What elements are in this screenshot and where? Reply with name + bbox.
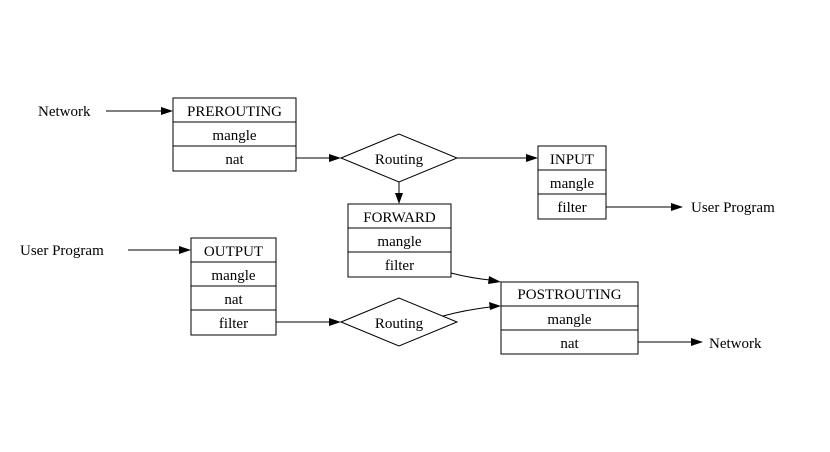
table-input: INPUT mangle filter (537, 145, 607, 220)
table-output: OUTPUT mangle nat filter (190, 237, 277, 336)
table-output-row-filter: filter (219, 316, 248, 332)
arrow-output-to-routing (276, 318, 341, 326)
table-prerouting-row-mangle: mangle (212, 128, 256, 144)
label-network-in: Network (38, 104, 91, 120)
table-output-title: OUTPUT (204, 244, 263, 260)
table-prerouting-title: PREROUTING (187, 104, 282, 120)
label-user-program-out: User Program (691, 200, 775, 216)
table-input-row-filter: filter (557, 200, 586, 216)
arrow-routing-to-postrouting (442, 302, 501, 317)
decision-routing-top-label: Routing (375, 152, 424, 168)
table-forward-title: FORWARD (363, 210, 436, 226)
table-prerouting: PREROUTING mangle nat (172, 97, 297, 172)
table-output-row-nat: nat (224, 292, 243, 308)
arrow-input-to-user-program (606, 203, 683, 211)
arrow-routing-to-forward (395, 182, 403, 204)
arrow-prerouting-to-routing (296, 154, 341, 162)
table-forward: FORWARD mangle filter (347, 203, 452, 278)
arrow-forward-to-postrouting (450, 272, 501, 284)
decision-routing-bottom: Routing (339, 297, 459, 347)
arrow-user-program-to-output (128, 246, 191, 254)
table-forward-row-mangle: mangle (377, 234, 421, 250)
table-postrouting: POSTROUTING mangle nat (500, 281, 639, 355)
decision-routing-top: Routing (339, 133, 459, 183)
arrow-postrouting-to-network (638, 338, 703, 346)
table-postrouting-title: POSTROUTING (517, 287, 621, 303)
table-input-title: INPUT (550, 152, 594, 168)
label-user-program-in: User Program (20, 243, 104, 259)
table-prerouting-row-nat: nat (225, 152, 244, 168)
arrow-routing-to-input (457, 154, 538, 162)
table-postrouting-row-mangle: mangle (547, 312, 591, 328)
table-output-row-mangle: mangle (211, 268, 255, 284)
decision-routing-bottom-label: Routing (375, 316, 424, 332)
arrow-network-to-prerouting (106, 107, 173, 115)
table-input-row-mangle: mangle (550, 176, 594, 192)
table-postrouting-row-nat: nat (560, 336, 579, 352)
label-network-out: Network (709, 336, 762, 352)
table-forward-row-filter: filter (385, 258, 414, 274)
